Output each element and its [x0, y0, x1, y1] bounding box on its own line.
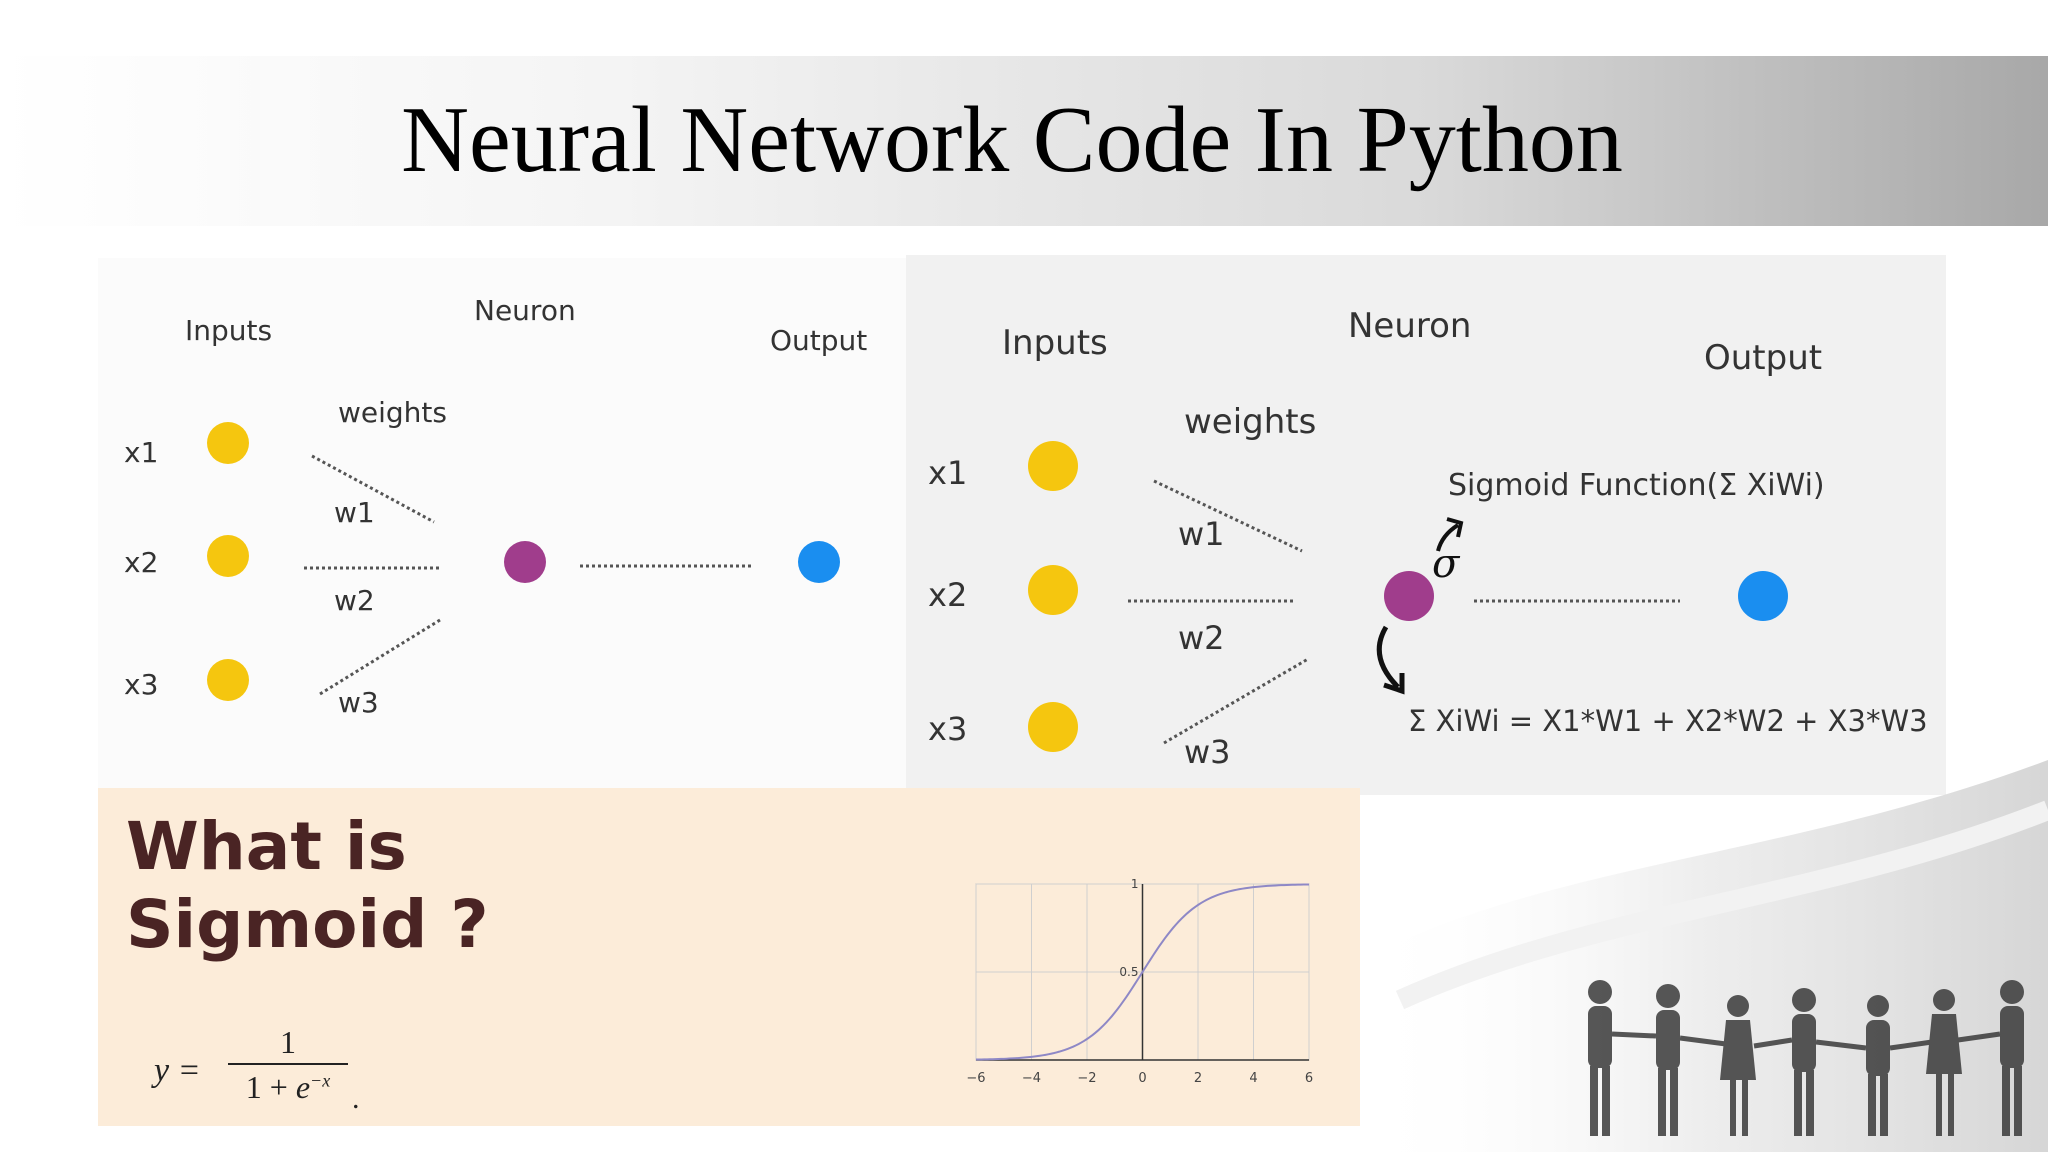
neuron-node	[504, 541, 546, 583]
inputs-label: Inputs	[1002, 323, 1108, 363]
formula-denominator: 1 + e−x	[245, 1069, 331, 1105]
x1-label: x1	[928, 454, 967, 492]
output-node	[798, 541, 840, 583]
sigmoid-explanation-box: What is Sigmoid ? y = 1 1 + e−x .	[98, 788, 1360, 1126]
sigmoid-chart: −6 −4 −2 0 2 4 6 0.5 1	[966, 877, 1313, 1086]
title-band	[0, 56, 2048, 226]
x2-label: x2	[124, 546, 158, 579]
weight-line-1	[311, 454, 435, 524]
x2-label: x2	[928, 576, 967, 614]
weight-line-3	[319, 618, 441, 696]
neural-network-diagram-right: Inputs Neuron Output weights x1 x2 x3 w1…	[906, 255, 1946, 795]
input-node-1	[1028, 441, 1078, 491]
x-tick-label: −4	[1022, 1071, 1041, 1086]
weights-label: weights	[338, 396, 447, 429]
x1-label: x1	[124, 436, 158, 469]
w3-label: w3	[1184, 733, 1231, 771]
neural-network-diagram-left: Inputs Neuron Output weights x1 x2 x3 w1…	[98, 258, 906, 788]
w3-label: w3	[338, 686, 379, 719]
x-tick-label: −6	[966, 1071, 985, 1086]
neuron-label: Neuron	[474, 294, 576, 327]
input-node-1	[207, 422, 249, 464]
sigmoid-function-label: Sigmoid Function(Σ XiWi)	[1448, 468, 1825, 503]
neuron-label: Neuron	[1348, 306, 1471, 346]
x-tick-label: 6	[1305, 1071, 1313, 1086]
fraction-bar	[228, 1063, 348, 1065]
formula-lhs: y =	[154, 1052, 201, 1089]
neuron-node	[1384, 571, 1434, 621]
weight-line-3	[1163, 657, 1309, 745]
input-node-3	[1028, 702, 1078, 752]
inputs-label: Inputs	[185, 314, 272, 347]
formula-fraction: 1 1 + e−x	[228, 1024, 348, 1106]
x-tick-label: −2	[1077, 1071, 1096, 1086]
formula-numerator: 1	[280, 1024, 296, 1060]
y-tick-label: 0.5	[1119, 965, 1138, 979]
people-holding-hands-image	[1588, 980, 2024, 1136]
arrow-down-icon	[1376, 625, 1405, 695]
weights-label: weights	[1184, 402, 1316, 442]
w1-label: w1	[1178, 515, 1225, 553]
sigmoid-heading: What is Sigmoid ?	[126, 808, 489, 963]
sigmoid-curve	[975, 883, 1310, 1061]
input-node-3	[207, 659, 249, 701]
slide-title: Neural Network Code In Python	[401, 88, 1623, 192]
weight-line-1	[1153, 479, 1303, 553]
w2-label: w2	[1178, 619, 1225, 657]
input-node-2	[1028, 565, 1078, 615]
x-tick-label: 4	[1249, 1071, 1257, 1086]
sigma-symbol: σ	[1432, 541, 1461, 587]
output-label: Output	[770, 324, 867, 357]
output-node	[1738, 571, 1788, 621]
arrow-up-icon	[1436, 517, 1464, 552]
w2-label: w2	[334, 584, 375, 617]
weighted-sum-formula: Σ XiWi = X1*W1 + X2*W2 + X3*W3	[1408, 704, 1928, 738]
w1-label: w1	[334, 496, 375, 529]
x3-label: x3	[928, 710, 967, 748]
y-tick-label: 1	[1131, 877, 1139, 891]
output-label: Output	[1704, 338, 1822, 378]
formula-period: .	[352, 1082, 360, 1115]
input-node-2	[207, 535, 249, 577]
x-tick-label: 2	[1194, 1071, 1202, 1086]
x-tick-label: 0	[1138, 1071, 1146, 1086]
x3-label: x3	[124, 668, 158, 701]
